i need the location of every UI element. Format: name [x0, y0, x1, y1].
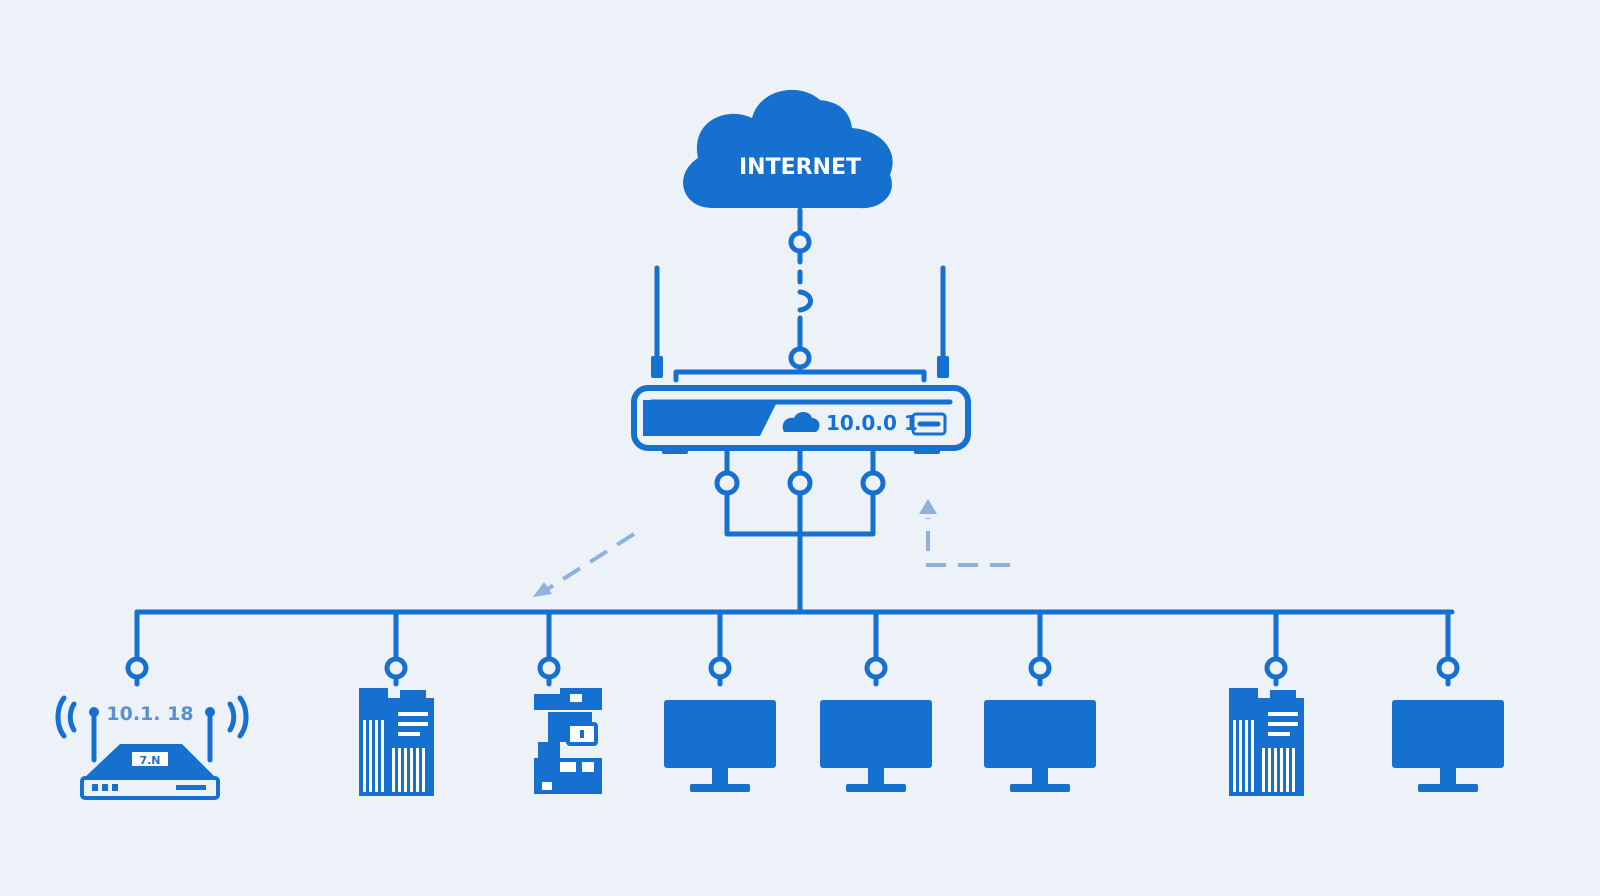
device-port-node	[537, 656, 561, 680]
internet-cloud-icon: INTERNET	[683, 89, 893, 209]
device-port-node	[864, 656, 888, 680]
downlink-dashed-arrow	[533, 532, 636, 597]
robot-device-icon	[534, 688, 602, 794]
device-port-node	[708, 656, 732, 680]
wireless-router-icon: 10.1. 18 7.N	[55, 695, 249, 800]
device-port-node	[1028, 656, 1052, 680]
uplink-connector	[788, 207, 813, 370]
device-port-node	[1264, 656, 1288, 680]
uplink-dashed-arrow	[919, 499, 1010, 567]
device-port-node	[1436, 656, 1460, 680]
device-drops	[125, 609, 1460, 687]
monitor-icon-2	[820, 700, 932, 792]
router-display: 10.0.0 1	[826, 411, 918, 435]
device-port-node	[125, 656, 149, 680]
router-ports-connector	[714, 447, 886, 615]
router-status-icon	[782, 412, 820, 432]
monitor-icon-3	[984, 700, 1096, 792]
monitor-icon-4	[1392, 700, 1504, 792]
device-port-node	[384, 656, 408, 680]
cloud-label: INTERNET	[739, 155, 861, 180]
server-icon-right	[1229, 688, 1304, 796]
wireless-router-display: 10.1. 18	[106, 703, 193, 725]
wireless-router-badge: 7.N	[139, 754, 160, 767]
server-icon-left	[359, 688, 434, 796]
monitor-icon-1	[664, 700, 776, 792]
router-icon: 10.0.0 1	[631, 265, 971, 454]
